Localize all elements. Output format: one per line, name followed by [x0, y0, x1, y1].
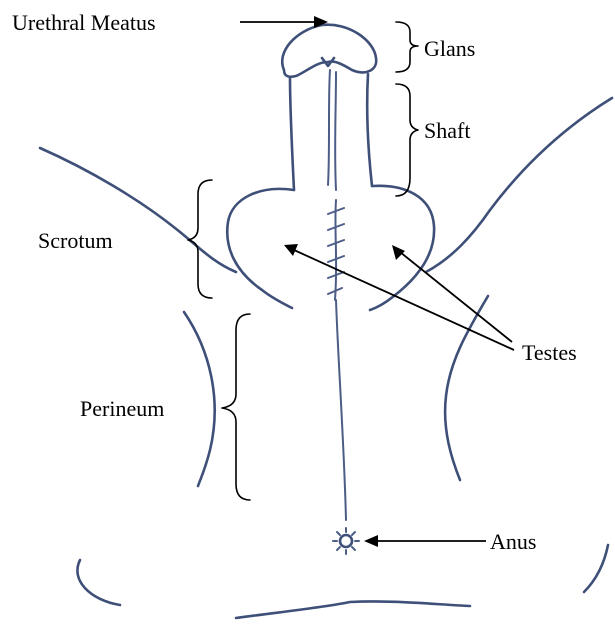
- left-groin-line: [40, 148, 236, 272]
- label-urethral-meatus: Urethral Meatus: [12, 12, 156, 34]
- label-anus: Anus: [490, 531, 536, 553]
- shaft-center-line-2: [335, 72, 336, 190]
- perineal-raphe: [336, 300, 346, 520]
- testes-arrow-right: [400, 252, 512, 342]
- label-testes: Testes: [522, 342, 577, 364]
- scrotum-right-lobe: [370, 186, 434, 310]
- anus-circle: [340, 535, 352, 547]
- label-scrotum: Scrotum: [38, 230, 113, 252]
- shaft-center-line: [328, 70, 330, 185]
- anus-rays: [333, 528, 359, 554]
- label-perineum: Perineum: [80, 398, 164, 420]
- gluteal-cleft-line: [236, 601, 470, 618]
- anus-arrowhead: [364, 535, 378, 547]
- perineum-brace: [222, 314, 250, 500]
- glans-outline: [282, 25, 376, 77]
- testes-arrowhead-right: [392, 245, 405, 260]
- scrotum-left-lobe: [227, 189, 294, 308]
- testes-arrow-left: [294, 250, 514, 350]
- left-thigh-line: [184, 312, 215, 486]
- label-glans: Glans: [424, 38, 475, 60]
- label-shaft: Shaft: [424, 120, 470, 142]
- annotations: [188, 16, 514, 547]
- scrotal-raphe: [335, 200, 336, 300]
- shaft-left-edge: [290, 78, 294, 190]
- glans-brace: [396, 22, 418, 72]
- shaft-brace: [396, 84, 418, 196]
- scrotum-brace: [188, 180, 212, 298]
- shaft-right-edge: [367, 74, 372, 186]
- right-buttock-line: [584, 545, 608, 592]
- left-buttock-line: [77, 560, 120, 605]
- right-thigh-line: [445, 296, 488, 480]
